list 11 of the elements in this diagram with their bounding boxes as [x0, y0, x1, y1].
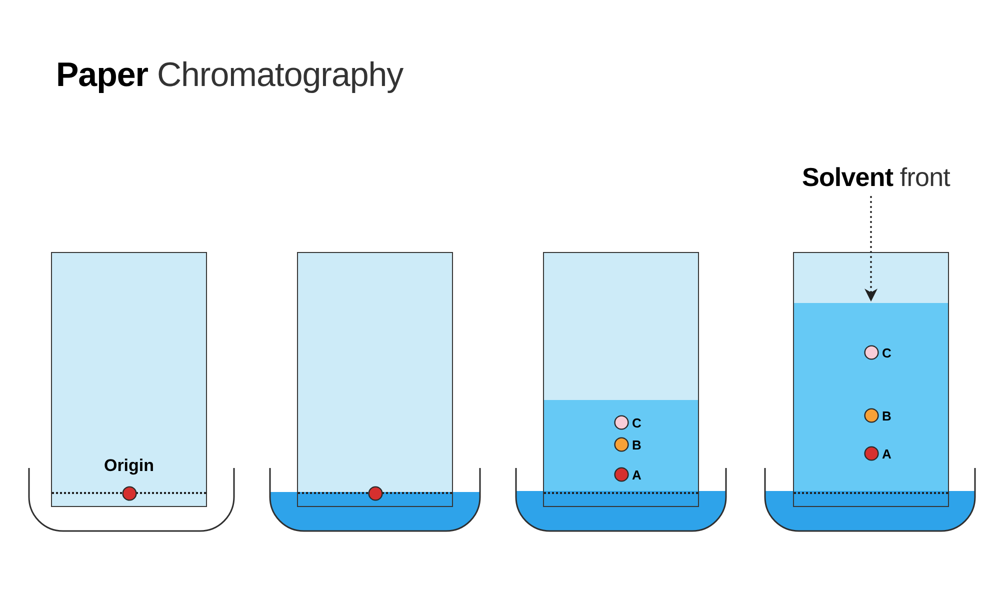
wet-solvent-zone: [794, 302, 948, 492]
callout-label: Solvent front: [802, 162, 950, 192]
spot-letter: B: [882, 408, 892, 424]
diagram-title: Paper Chromatography: [56, 55, 404, 95]
spot-letter: C: [632, 416, 642, 430]
leader-arrow: [864, 196, 878, 302]
origin-label: Origin: [104, 456, 154, 476]
spot-letter: A: [632, 468, 642, 482]
spot-letter: A: [882, 446, 892, 462]
spot-letter: B: [632, 438, 642, 452]
spot-letter: C: [882, 346, 892, 360]
